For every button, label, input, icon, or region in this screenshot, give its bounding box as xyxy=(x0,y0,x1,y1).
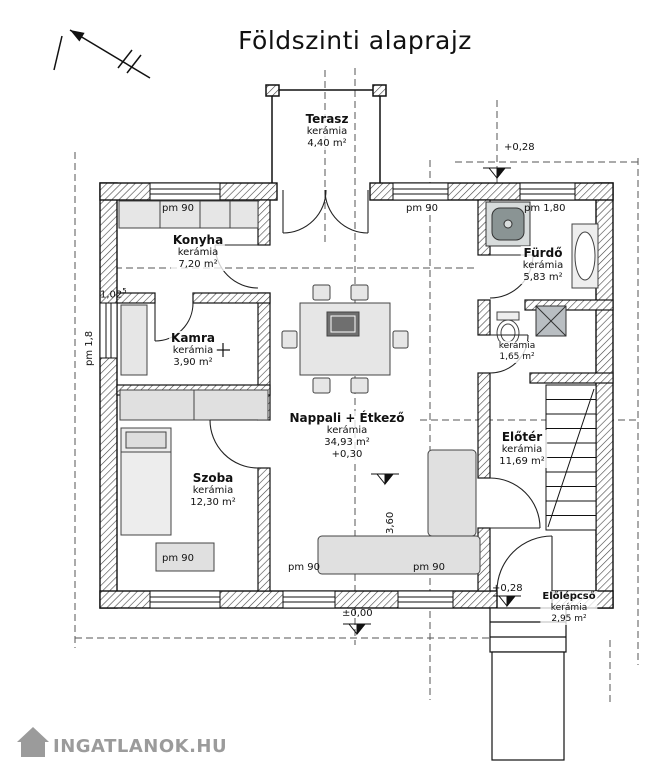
washing-machine xyxy=(535,305,567,337)
dim-note-1-02: 1,025 xyxy=(100,287,127,300)
shower xyxy=(485,201,531,247)
room-area: 1,65 m² xyxy=(499,351,535,362)
window-szoba-bottom xyxy=(149,590,221,609)
level-note-terasz: +0,28 xyxy=(504,142,535,153)
window-nappali-bottom-1 xyxy=(282,590,336,609)
room-name: Konyha xyxy=(172,233,224,247)
room-label-konyha: Konyha kerámia 7,20 m² xyxy=(170,233,226,272)
room-label-eloter: Előtér kerámia 11,69 m² xyxy=(497,430,547,469)
room-label-nappali: Nappali + Étkező kerámia 34,93 m² +0,30 xyxy=(287,411,407,462)
level-markers xyxy=(343,167,521,636)
kitchen-counter xyxy=(118,200,259,229)
entrance-steps xyxy=(489,607,567,761)
wardrobe-row xyxy=(119,389,269,421)
room-material: kerámia xyxy=(550,603,588,613)
level-note-zero: ±0,00 xyxy=(342,608,373,619)
parapet-note-furdo: pm 1,80 xyxy=(524,203,566,214)
dim-value: 1,02 xyxy=(100,289,123,301)
door-front-entrance xyxy=(496,535,553,592)
dresser xyxy=(155,542,215,572)
north-arrow xyxy=(53,29,151,79)
room-material: kerámia xyxy=(522,260,564,272)
room-label-terasz: Terasz kerámia 4,40 m² xyxy=(303,112,351,151)
window-nappali-top xyxy=(392,182,449,201)
window-kamra-left xyxy=(99,302,118,359)
parapet-note-szoba: pm 90 xyxy=(162,553,194,564)
room-area: 3,90 m² xyxy=(173,357,213,369)
room-area: 11,69 m² xyxy=(499,456,545,468)
dining-table xyxy=(281,284,409,394)
watermark-house-icon xyxy=(17,727,49,757)
room-area: 12,30 m² xyxy=(190,497,236,509)
level-marker-nappali xyxy=(371,473,399,486)
parapet-note-kamra: pm 1,8 xyxy=(84,330,95,366)
parapet-note-nappali-top: pm 90 xyxy=(406,203,438,214)
pantry-shelf xyxy=(120,304,148,376)
room-area: 7,20 m² xyxy=(178,259,218,271)
window-nappali-bottom-2 xyxy=(397,590,454,609)
door-terasz-right xyxy=(324,189,369,234)
parapet-note-nappali-bottom-1: pm 90 xyxy=(288,562,320,573)
room-label-szoba: Szoba kerámia 12,30 m² xyxy=(188,471,238,510)
room-material: kerámia xyxy=(498,341,536,351)
level-marker-top xyxy=(483,167,511,180)
bed xyxy=(120,427,172,536)
level-marker-entrance xyxy=(493,595,521,608)
parapet-note-nappali-bottom-2: pm 90 xyxy=(413,562,445,573)
window-furdo-top xyxy=(519,182,576,201)
room-material: kerámia xyxy=(326,425,368,437)
door-kamra xyxy=(154,302,194,342)
level-marker-zero xyxy=(343,623,371,636)
room-area: 2,95 m² xyxy=(551,613,587,624)
room-material: kerámia xyxy=(306,126,348,138)
room-material: kerámia xyxy=(501,444,543,456)
room-area: 5,83 m² xyxy=(523,272,563,284)
door-terasz-left xyxy=(282,189,327,234)
room-area: 34,93 m² xyxy=(324,437,370,449)
room-name: Fürdő xyxy=(523,246,563,260)
dim-note-3-60: 3,60 xyxy=(385,511,396,534)
room-material: kerámia xyxy=(192,485,234,497)
room-material: kerámia xyxy=(172,345,214,357)
sofa xyxy=(317,449,481,575)
door-szoba xyxy=(209,419,259,469)
room-level: +0,30 xyxy=(331,449,363,461)
room-area: 4,40 m² xyxy=(307,138,347,150)
toilet xyxy=(496,311,520,347)
windows xyxy=(99,182,576,609)
room-name: Szoba xyxy=(192,471,234,485)
bathtub-basin xyxy=(571,223,599,289)
door-eloter-nappali xyxy=(489,477,541,529)
dim-sup: 5 xyxy=(122,287,127,295)
page-title: Földszinti alaprajz xyxy=(238,26,472,55)
room-label-kamra: Kamra kerámia 3,90 m² xyxy=(169,331,217,370)
watermark-logo-text: INGATLANOK.HU xyxy=(53,736,228,757)
pantry-cross-mark xyxy=(216,343,230,357)
room-name: Kamra xyxy=(171,331,215,345)
room-name: Terasz xyxy=(305,112,349,126)
room-material: kerámia xyxy=(177,247,219,259)
room-label-elolepcso: Előlépcső kerámia 2,95 m² xyxy=(540,591,598,625)
room-name: Előlépcső xyxy=(542,591,596,602)
room-name: Nappali + Étkező xyxy=(289,411,405,425)
window-konyha-top xyxy=(149,182,221,201)
room-name: Előtér xyxy=(501,430,543,444)
room-label-furdo: Fürdő kerámia 5,83 m² xyxy=(520,246,566,285)
stairs xyxy=(545,384,597,531)
room-label-wc: kerámia 1,65 m² xyxy=(496,341,538,363)
level-note-entrance: +0,28 xyxy=(492,583,523,594)
terasz-outline xyxy=(265,84,387,183)
parapet-note-konyha: pm 90 xyxy=(162,203,194,214)
